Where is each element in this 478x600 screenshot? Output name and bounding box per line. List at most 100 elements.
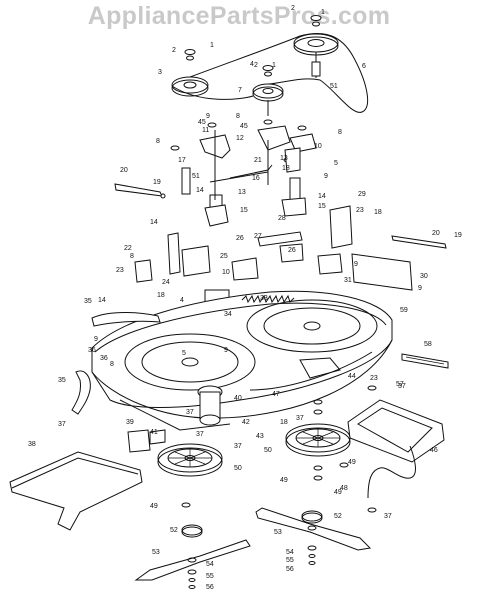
callout-51: 51 xyxy=(330,83,338,90)
callout-29: 29 xyxy=(358,191,366,198)
callout-9: 9 xyxy=(206,113,210,120)
spring-rod xyxy=(367,445,416,499)
discharge-chute xyxy=(9,451,143,531)
callout-15: 15 xyxy=(240,207,248,214)
callout-1: 1 xyxy=(321,9,325,16)
callout-45: 45 xyxy=(240,123,248,130)
top-pulley-assembly xyxy=(171,32,369,116)
side-bracket-lower xyxy=(71,370,91,415)
callout-59: 59 xyxy=(400,307,408,314)
callout-37-2: 37 xyxy=(196,431,204,438)
callout-21: 21 xyxy=(254,157,262,164)
callout-7: 7 xyxy=(238,87,242,94)
callout-17: 17 xyxy=(178,157,186,164)
callout-37-5: 37 xyxy=(398,383,406,390)
callout-11: 11 xyxy=(202,127,209,134)
callout-57: 57 xyxy=(396,381,404,388)
callout-9-4: 9 xyxy=(418,285,422,292)
side-bracket-upper xyxy=(91,312,161,327)
callout-37-4: 37 xyxy=(296,415,304,422)
callout-9-3: 9 xyxy=(354,261,358,268)
callout-3: 3 xyxy=(158,69,162,76)
callout-18: 18 xyxy=(282,165,290,172)
callout-35: 35 xyxy=(84,298,92,305)
callout-14-2: 14 xyxy=(196,187,204,194)
callout-39: 39 xyxy=(126,419,134,426)
spring xyxy=(241,294,295,304)
callout-14-4: 14 xyxy=(98,297,106,304)
callout-49: 49 xyxy=(150,503,158,510)
callout-1-2: 1 xyxy=(210,42,214,49)
callout-15-2: 15 xyxy=(318,203,326,210)
callout-4: 4 xyxy=(250,61,254,68)
wheel-bracket xyxy=(127,429,166,453)
callout-31: 31 xyxy=(344,277,352,284)
callout-8-2: 8 xyxy=(156,138,160,145)
right-brackets xyxy=(317,205,413,291)
baffle-frame xyxy=(347,399,445,463)
callout-8-4: 8 xyxy=(130,253,134,260)
callout-41: 41 xyxy=(150,429,158,436)
callout-22: 22 xyxy=(124,245,132,252)
callout-labels: 1112223445567888889999991010111213131414… xyxy=(28,5,462,591)
blade-adapter-left xyxy=(181,524,203,538)
callout-45-2: 45 xyxy=(198,119,206,126)
callout-55: 55 xyxy=(206,573,214,580)
rod-right xyxy=(391,235,447,249)
callout-26-2: 26 xyxy=(288,247,296,254)
blade-right xyxy=(255,507,372,551)
callout-37-6: 37 xyxy=(186,409,194,416)
callout-36: 36 xyxy=(88,347,96,354)
callout-18-4: 18 xyxy=(280,419,288,426)
callout-38: 38 xyxy=(28,441,36,448)
callout-12: 12 xyxy=(236,135,244,142)
callout-20: 20 xyxy=(120,167,128,174)
callout-49-2: 49 xyxy=(280,477,288,484)
blade-adapter-right xyxy=(301,510,323,524)
callout-37: 37 xyxy=(58,421,66,428)
callout-56-2: 56 xyxy=(286,566,294,573)
watermark-text: AppliancePartsPros.com xyxy=(87,2,391,30)
callout-5: 5 xyxy=(334,160,338,167)
callout-50: 50 xyxy=(234,465,242,472)
callout-18-3: 18 xyxy=(374,209,382,216)
callout-27: 27 xyxy=(254,233,262,240)
callout-37-7: 37 xyxy=(384,513,392,520)
callout-54: 54 xyxy=(206,561,214,568)
callout-55-2: 55 xyxy=(286,557,294,564)
callout-44: 44 xyxy=(348,373,356,380)
callout-49-3: 49 xyxy=(334,489,342,496)
rod-left xyxy=(114,183,166,199)
blade-left xyxy=(134,539,251,581)
callout-48: 48 xyxy=(340,485,348,492)
callout-8-5: 8 xyxy=(110,361,114,368)
callout-25: 25 xyxy=(220,253,228,260)
callout-20-2: 20 xyxy=(432,230,440,237)
callout-51-2: 51 xyxy=(192,173,200,180)
callout-18-2: 18 xyxy=(157,292,165,299)
blade-strip xyxy=(401,353,449,369)
callout-13: 13 xyxy=(238,189,246,196)
callout-35-2: 35 xyxy=(58,377,66,384)
callout-9-6: 9 xyxy=(224,347,228,354)
callout-43: 43 xyxy=(256,433,264,440)
deck-pulley-left xyxy=(157,443,223,477)
blade-hardware-left xyxy=(187,569,197,589)
callout-2-2: 2 xyxy=(172,47,176,54)
callout-42: 42 xyxy=(242,419,250,426)
callout-52: 52 xyxy=(170,527,178,534)
callout-23: 23 xyxy=(116,267,124,274)
callout-33: 33 xyxy=(260,295,268,302)
callout-34: 34 xyxy=(224,311,232,318)
callout-56: 56 xyxy=(206,584,214,591)
callout-1-3: 1 xyxy=(272,62,276,69)
callout-19: 19 xyxy=(153,179,161,186)
callout-19-2: 19 xyxy=(454,232,462,239)
callout-10-2: 10 xyxy=(222,269,230,276)
spindle-assembly xyxy=(197,385,223,426)
callout-54-2: 54 xyxy=(286,549,294,556)
callout-23-2: 23 xyxy=(356,207,364,214)
callout-47: 47 xyxy=(272,391,280,398)
